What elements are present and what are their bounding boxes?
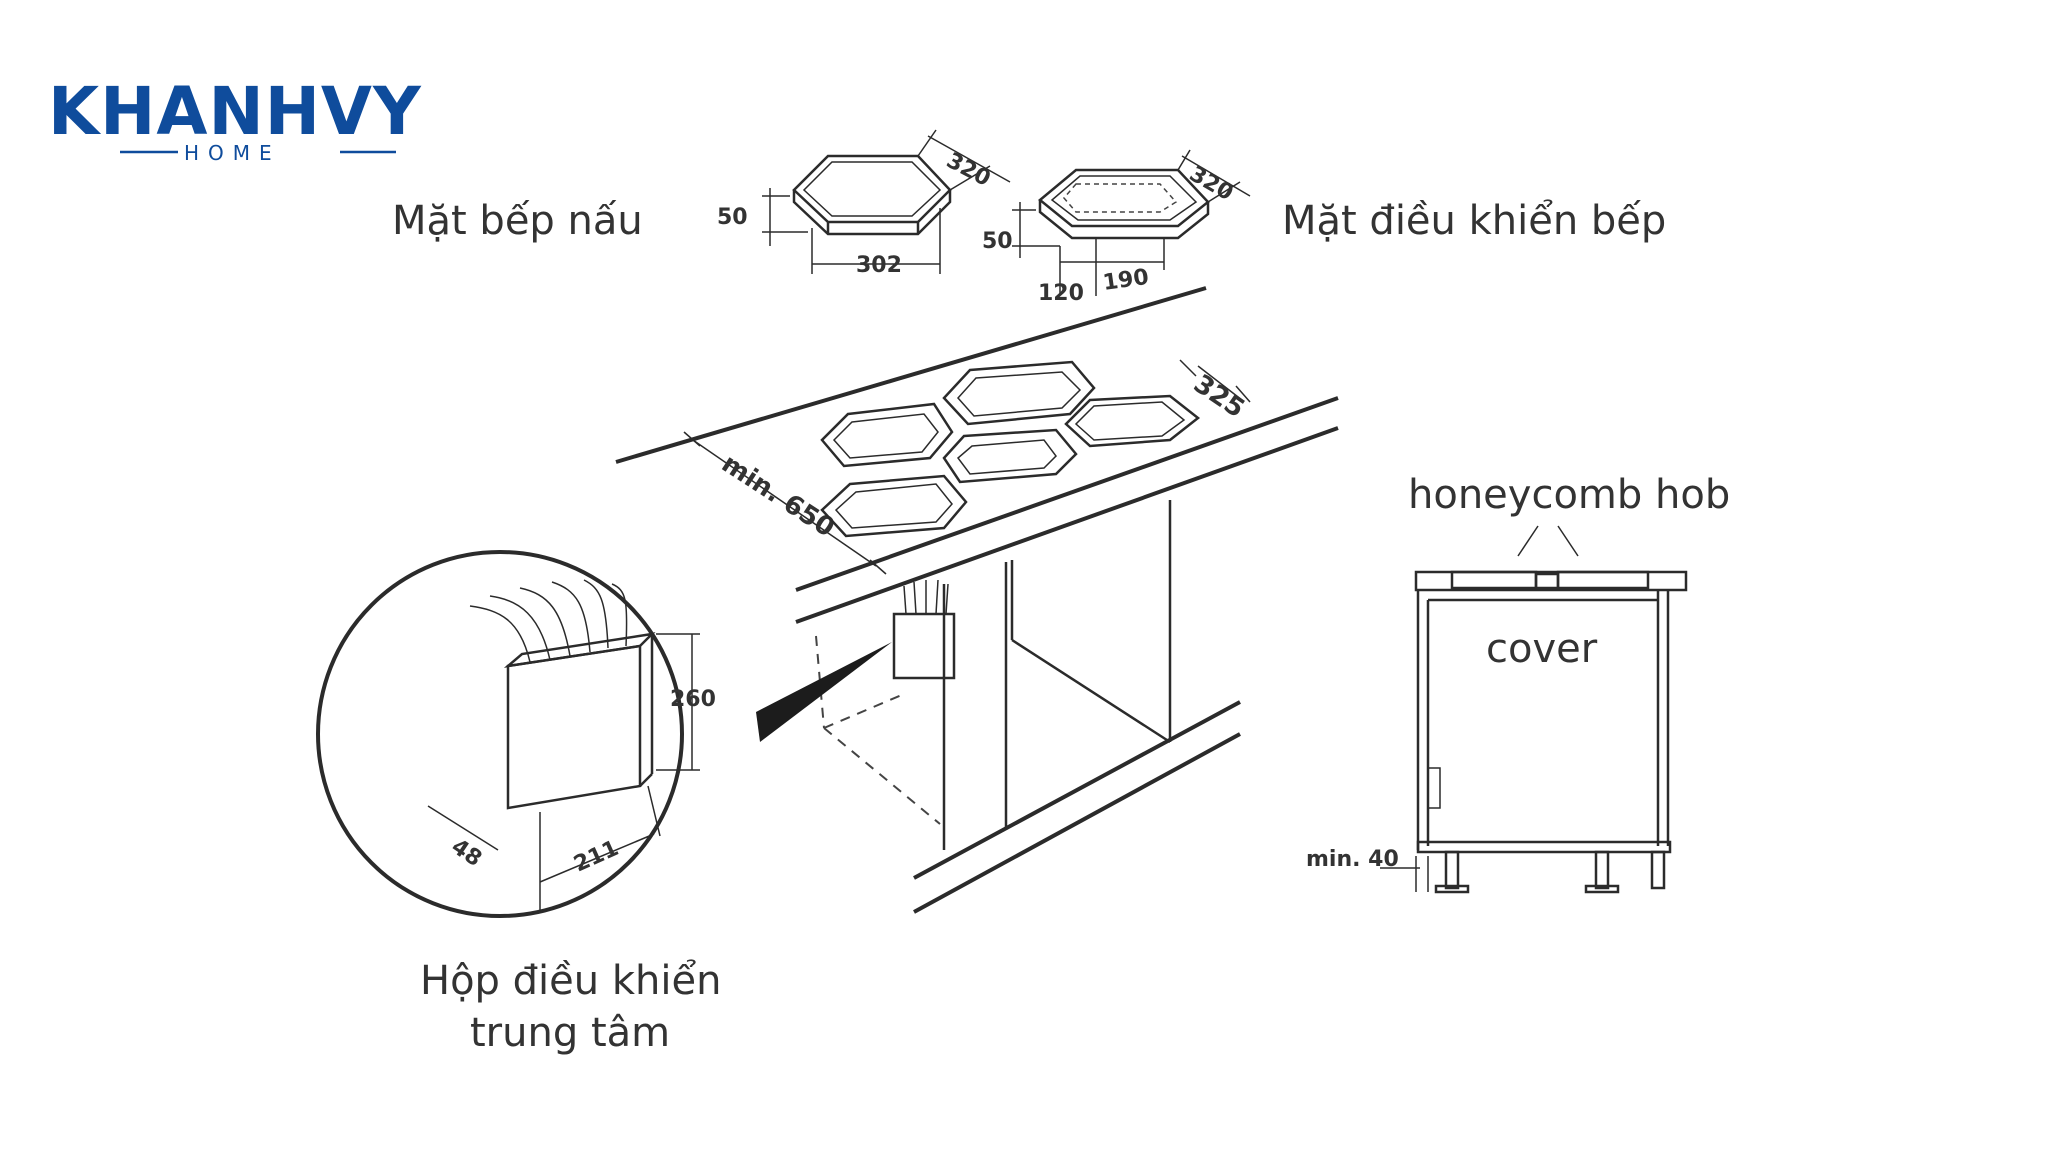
cooktop-cutout-dim: 302 <box>856 253 902 278</box>
brand-sub: HOME <box>184 141 281 165</box>
cabinet-gap-dim: min. 40 <box>1306 847 1399 872</box>
cover-label: cover <box>1486 626 1598 672</box>
counter-span-dim: 325 <box>1188 369 1250 424</box>
countertop-cabinet: min. 650 325 <box>615 286 1339 914</box>
cooktop-width-dim: 320 <box>942 148 994 192</box>
control-panel-module: 320 50 120 190 Mặt điều khiển bếp <box>982 149 1666 306</box>
panel-depth-b-dim: 190 <box>1101 265 1150 296</box>
cooktop-module: 320 50 302 Mặt bếp nấu <box>392 129 1011 278</box>
hob-zones <box>820 360 1201 538</box>
panel-depth-a-dim: 120 <box>1038 281 1084 306</box>
control-box-label-1: Hộp điều khiển <box>420 958 721 1004</box>
brand-logo: KHANHVY HOME <box>48 73 422 165</box>
box-height-dim: 260 <box>670 687 716 712</box>
honeycomb-label: honeycomb hob <box>1408 472 1730 518</box>
control-panel-label: Mặt điều khiển bếp <box>1282 198 1666 244</box>
cooktop-height-dim: 50 <box>717 205 748 230</box>
cooktop-label: Mặt bếp nấu <box>392 198 643 244</box>
cabinet-section: honeycomb hob cover min. 40 <box>1306 472 1730 894</box>
counter-depth-dim: min. 650 <box>716 449 839 544</box>
control-box-detail: 260 48 211 Hộp điều khiển trung tâm <box>316 550 721 1056</box>
panel-height-dim: 50 <box>982 229 1013 254</box>
control-box-label-2: trung tâm <box>470 1010 670 1056</box>
brand-name: KHANHVY <box>48 73 422 150</box>
